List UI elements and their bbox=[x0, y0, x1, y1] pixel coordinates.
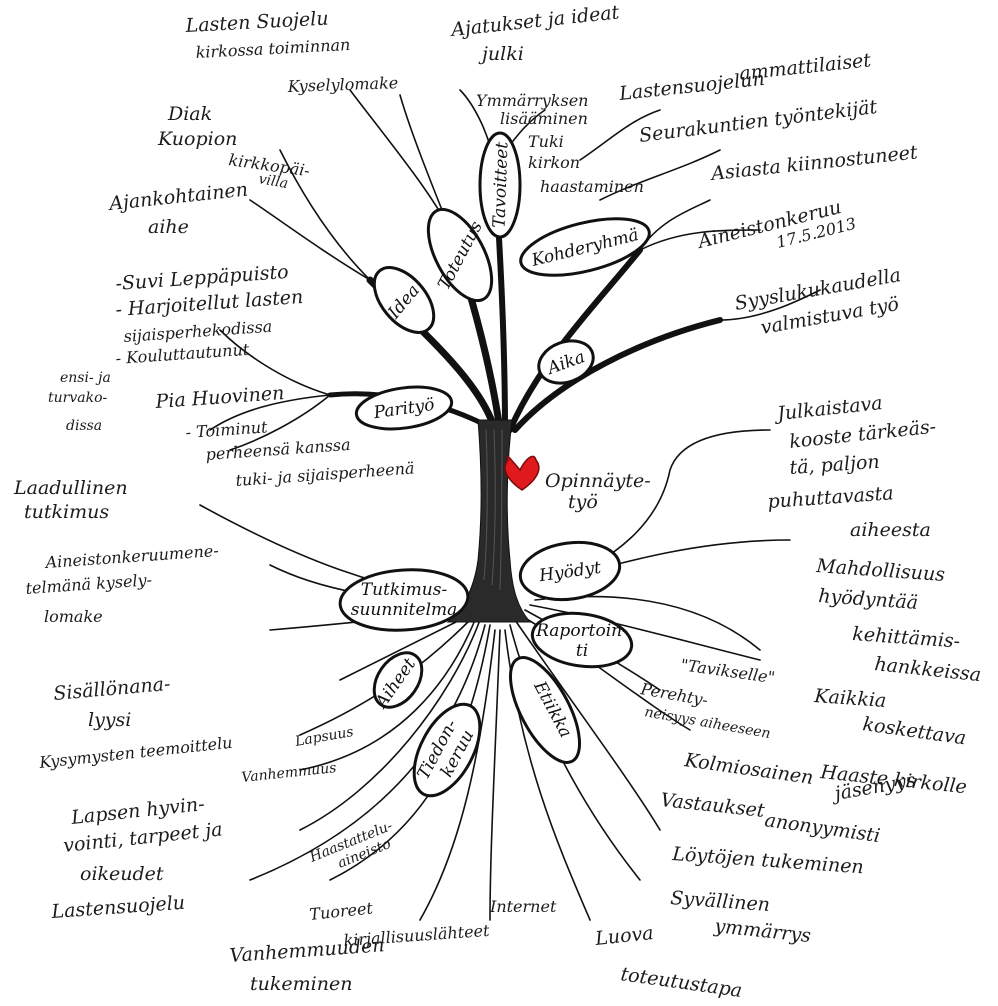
label-mahdollisuus: hyödyntää bbox=[818, 585, 919, 614]
label-luova: Luova bbox=[593, 922, 654, 950]
heart-icon bbox=[505, 456, 539, 490]
label-julkaistava: tä, paljon bbox=[789, 451, 881, 479]
label-diak: Kuopion bbox=[157, 128, 237, 150]
label-toiminut: tuki- ja sijaisperheenä bbox=[235, 459, 415, 490]
label-sisallonanalyysi: Sisällönana- bbox=[53, 673, 172, 705]
label-vastaukset: Vastaukset bbox=[659, 789, 765, 822]
oval-hyodyt: Hyödyt bbox=[517, 536, 624, 605]
label-ajankohtainen: aihe bbox=[148, 216, 189, 238]
label-sisallonanalyysi: lyysi bbox=[88, 709, 131, 731]
label-tavikselle: "Tavikselle" bbox=[679, 655, 776, 687]
label-vastaukset: anonyymisti bbox=[763, 809, 881, 847]
label-perehtyneisyys: neisyys aiheeseen bbox=[643, 704, 771, 742]
label-seurakuntien: Seurakuntien työntekijät bbox=[638, 96, 879, 147]
label-mahdollisuus: hankkeissa bbox=[873, 653, 982, 686]
label-diak: Diak bbox=[167, 103, 212, 125]
oval-aika: Aika bbox=[533, 334, 599, 391]
label-syvallinen: ymmärrys bbox=[712, 915, 812, 947]
oval-parityo: Parityö bbox=[354, 382, 455, 435]
oval-tavoitteet: Tavoitteet bbox=[480, 133, 520, 237]
label-laadullinen: tutkimus bbox=[24, 501, 109, 523]
label-ajatukset: Ajatukset ja ideat bbox=[448, 1, 620, 41]
label-mahdollisuus: Mahdollisuus bbox=[815, 555, 946, 586]
label-vanhemmuuden: tukeminen bbox=[250, 973, 352, 995]
oval-label: Tutkimus- bbox=[361, 580, 448, 600]
label-vanhemmuuden: Vanhemmuuden bbox=[229, 934, 385, 967]
center-label: työ bbox=[568, 491, 598, 513]
label-kaikkia: koskettava bbox=[861, 713, 967, 749]
label-tuki: kirkon bbox=[528, 153, 580, 172]
label-lastensuojelu: Lasten Suojelu bbox=[184, 8, 329, 38]
label-ajatukset: julki bbox=[478, 43, 524, 65]
label-asiasta: Asiasta kiinnostuneet bbox=[708, 141, 919, 185]
label-aineistonkeruu: Aineistonkeruumene- bbox=[43, 541, 219, 572]
oval-kohderyhma: Kohderyhmä bbox=[515, 208, 655, 287]
label-kolmiosainen: Kolmiosainen bbox=[682, 749, 814, 789]
label-aineistonkeruu: telmänä kysely- bbox=[25, 570, 153, 598]
label-lastensuojelu: kirkossa toiminnan bbox=[195, 35, 351, 62]
label-lapsuus: Lapsuus bbox=[293, 724, 355, 750]
label-ensi: dissa bbox=[66, 418, 102, 434]
label-toiminut: perheensä kanssa bbox=[205, 435, 351, 464]
oval-label: suunnitelma bbox=[351, 600, 458, 620]
label-ajankohtainen: Ajankohtainen bbox=[106, 179, 249, 216]
oval-idea: Idea bbox=[363, 257, 446, 344]
label-vanhemmuus: Vanhemmuus bbox=[241, 760, 337, 786]
label-ammattilaiset: ammattilaiset bbox=[738, 49, 872, 85]
oval-label: Tavoitteet bbox=[490, 141, 513, 228]
label-tuki: Tuki bbox=[528, 132, 564, 151]
center-label: Opinnäyte- bbox=[545, 470, 651, 492]
label-tuoreet: Tuoreet bbox=[308, 898, 374, 924]
label-internet: Internet bbox=[489, 897, 557, 916]
oval-label: ti bbox=[576, 641, 588, 661]
label-pia: Pia Huovinen bbox=[154, 382, 285, 413]
label-toiminut: - Toiminut bbox=[185, 417, 269, 442]
label-suvi: sijaisperhekodissa bbox=[123, 317, 273, 346]
label-ymmarrys: lisääminen bbox=[500, 109, 588, 128]
label-kyselylomake: Kyselylomake bbox=[286, 73, 398, 96]
label-luova: toteutustapa bbox=[619, 963, 743, 1002]
label-lastensuojelu-b: Lastensuojelu bbox=[50, 892, 186, 923]
label-laadullinen: Laadullinen bbox=[13, 477, 128, 499]
label-julkaistava: Julkaistava bbox=[772, 392, 883, 425]
label-kysymysten: Kysymysten teemoittelu bbox=[37, 733, 233, 772]
label-loytojen: Löytöjen tukeminen bbox=[671, 843, 865, 878]
label-julkaistava: puhuttavasta bbox=[767, 482, 894, 513]
label-aineistonkeruu: lomake bbox=[44, 607, 103, 626]
label-julkaistava: aiheesta bbox=[850, 519, 931, 541]
label-kaikkia: Kaikkia bbox=[813, 685, 887, 712]
branches bbox=[210, 90, 820, 450]
oval-aiheet: Aiheet bbox=[364, 644, 431, 716]
label-ymmarrys: Ymmärryksen bbox=[476, 91, 588, 110]
label-syvallinen: Syvällinen bbox=[670, 887, 771, 916]
label-ensi: ensi- ja bbox=[60, 370, 111, 386]
label-lapsen: oikeudet bbox=[80, 863, 164, 885]
oval-label: Raportoin- bbox=[535, 621, 628, 641]
label-mahdollisuus: kehittämis- bbox=[852, 623, 961, 652]
label-ensi: turvako- bbox=[48, 390, 108, 406]
label-tuki: haastaminen bbox=[540, 177, 644, 196]
